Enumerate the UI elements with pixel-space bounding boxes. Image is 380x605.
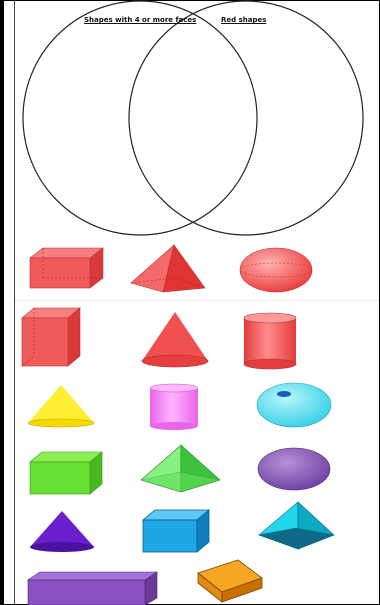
venn-circle-left xyxy=(23,1,257,235)
red-cone xyxy=(142,312,208,367)
venn-label-right: Red shapes xyxy=(221,16,266,24)
purple-cone xyxy=(30,511,94,552)
green-square-based-pyramid xyxy=(141,445,220,492)
yellow-cone xyxy=(28,385,94,427)
purple-cuboid xyxy=(28,572,157,605)
orange-cuboid xyxy=(198,560,262,602)
red-square-based-pyramid xyxy=(131,245,205,292)
red-sphere xyxy=(240,248,312,292)
cyan-sphere xyxy=(257,383,331,427)
venn-label-left: Shapes with 4 or more faces xyxy=(84,16,196,24)
pink-cylinder xyxy=(150,384,198,430)
red-cylinder xyxy=(244,313,296,369)
red-cube xyxy=(22,308,80,366)
purple-sphere xyxy=(258,448,330,490)
red-cuboid xyxy=(30,248,103,288)
cyan-square-based-pyramid xyxy=(259,502,334,549)
green-cuboid xyxy=(30,452,102,494)
blue-cube xyxy=(143,510,209,552)
venn-circle-right xyxy=(129,1,363,235)
